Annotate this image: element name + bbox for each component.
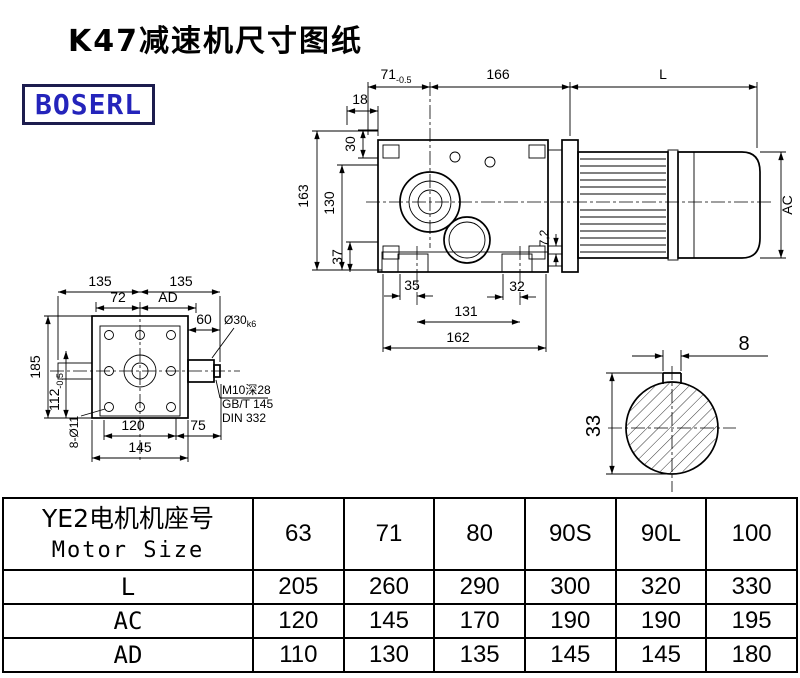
dim-label-L: L (659, 66, 667, 82)
row-label-L: L (2, 569, 254, 605)
table-header-row: YE2电机机座号 Motor Size 63 71 80 90S 90L 100 (2, 497, 798, 571)
bell-housing (547, 149, 563, 267)
table-cell: 145 (342, 603, 436, 639)
lower-bore-inner (448, 221, 486, 259)
motor-ring (667, 149, 679, 261)
table-cell: 180 (705, 637, 798, 673)
dim-71-tolerance: -0.5 (396, 75, 412, 85)
brand-logo-text: BOSERL (35, 88, 143, 121)
table-cell: 170 (433, 603, 526, 639)
dim-label-8: 8 (738, 333, 749, 355)
dim-112-value: 112 (46, 388, 62, 411)
dim-label-shaft-dia: Ø30k6 (224, 313, 256, 329)
foot-section-left (397, 253, 429, 273)
housing-pad-tr (528, 144, 546, 159)
dim-label-33: 33 (583, 415, 605, 437)
motor-fin-body (577, 151, 669, 259)
dim-label-32: 32 (509, 278, 525, 294)
dim-label-163: 163 (295, 184, 311, 208)
oil-plug-2 (484, 156, 496, 168)
row-label-AC: AC (2, 603, 254, 639)
left-shaft-hub (57, 362, 93, 380)
size-col-63: 63 (252, 497, 345, 571)
table-cell: 300 (523, 569, 617, 605)
dim-label-166: 166 (486, 66, 510, 82)
dim-label-30: 30 (342, 136, 358, 152)
table-cell: 320 (614, 569, 708, 605)
dim-label-120: 120 (121, 417, 145, 433)
table-cell: 195 (705, 603, 798, 639)
note-din332: DIN 332 (222, 411, 266, 425)
dim-label-162: 162 (446, 329, 470, 345)
output-shaft-end (213, 364, 221, 378)
table-cell: 110 (252, 637, 345, 673)
motor-size-header-cell: YE2电机机座号 Motor Size (2, 497, 254, 571)
dim-label-7-2: 7,2 (537, 229, 551, 246)
size-col-80: 80 (433, 497, 526, 571)
shaft-dia-value: Ø30 (224, 313, 247, 327)
mounting-feet (381, 251, 549, 273)
table-row-AC: AC 120 145 170 190 190 195 (2, 603, 798, 639)
dim-label-75: 75 (190, 417, 206, 433)
dim-label-135-right: 135 (169, 273, 193, 289)
dim-label-112: 112-0.5 (46, 373, 65, 411)
table-cell: 205 (252, 569, 345, 605)
dim-label-8xd11: 8-Ø11 (67, 415, 81, 448)
gearbox-side-view (366, 82, 772, 305)
dim-label-135-left: 135 (88, 273, 112, 289)
housing-pad-bl (382, 245, 400, 260)
table-cell: 190 (614, 603, 708, 639)
note-m10: M10深28 (222, 383, 271, 397)
housing-pad-tl (382, 144, 400, 159)
table-cell: 145 (614, 637, 708, 673)
shaft-dia-fit: k6 (247, 319, 257, 329)
dim-label-130: 130 (321, 191, 337, 215)
table-cell: 135 (433, 637, 526, 673)
dim-label-37: 37 (329, 249, 345, 265)
table-cell: 145 (523, 637, 617, 673)
table-row-AD: AD 110 130 135 145 145 180 (2, 637, 798, 673)
dim-label-18: 18 (352, 91, 368, 107)
note-gbt145: GB/T 145 (222, 397, 273, 411)
motor-flange (561, 139, 579, 273)
size-col-90S: 90S (523, 497, 617, 571)
technical-drawing: 71-0.5 166 L 18 30 163 130 37 (27, 66, 795, 492)
motor-size-table: YE2电机机座号 Motor Size 63 71 80 90S 90L 100… (2, 497, 798, 673)
page-title: K47减速机尺寸图纸 (68, 24, 363, 59)
table-cell: 120 (252, 603, 345, 639)
dim-label-131: 131 (454, 303, 478, 319)
dim-label-AC: AC (779, 195, 795, 214)
dim-label-185: 185 (27, 355, 43, 379)
front-view-dimensions: 135 135 72 AD 60 Ø30k6 185 112-0.5 8-Ø11 (27, 273, 273, 462)
dim-label-60: 60 (196, 311, 212, 327)
size-col-100: 100 (705, 497, 798, 571)
size-col-71: 71 (342, 497, 436, 571)
lower-bore (443, 216, 491, 264)
size-col-90L: 90L (614, 497, 708, 571)
table-cell: 260 (342, 569, 436, 605)
oil-plug-1 (449, 151, 461, 163)
side-view-dimensions: 71-0.5 166 L 18 30 163 130 37 (295, 66, 795, 352)
dim-label-72: 72 (110, 289, 126, 305)
dim-label-71: 71-0.5 (380, 66, 411, 85)
dim-label-35: 35 (404, 277, 420, 293)
dim-71-value: 71 (380, 66, 396, 82)
dim-112-tolerance: -0.5 (55, 373, 65, 389)
housing-pad-br (528, 245, 546, 260)
motor-fins (580, 158, 666, 253)
shaft-section-view: 8 33 (583, 333, 768, 492)
motor-size-header-cn: YE2电机机座号 (42, 504, 214, 533)
table-cell: 330 (705, 569, 798, 605)
dim-label-145: 145 (128, 439, 152, 455)
row-label-AD: AD (2, 637, 254, 673)
table-cell: 190 (523, 603, 617, 639)
foot-section-right (501, 253, 533, 273)
table-row-L: L 205 260 290 300 320 330 (2, 569, 798, 605)
motor-size-header-en: Motor Size (51, 538, 205, 563)
table-cell: 130 (342, 637, 436, 673)
table-cell: 290 (433, 569, 526, 605)
brand-logo: BOSERL (22, 84, 156, 125)
fan-cover (677, 151, 761, 259)
dim-label-AD: AD (158, 289, 177, 305)
